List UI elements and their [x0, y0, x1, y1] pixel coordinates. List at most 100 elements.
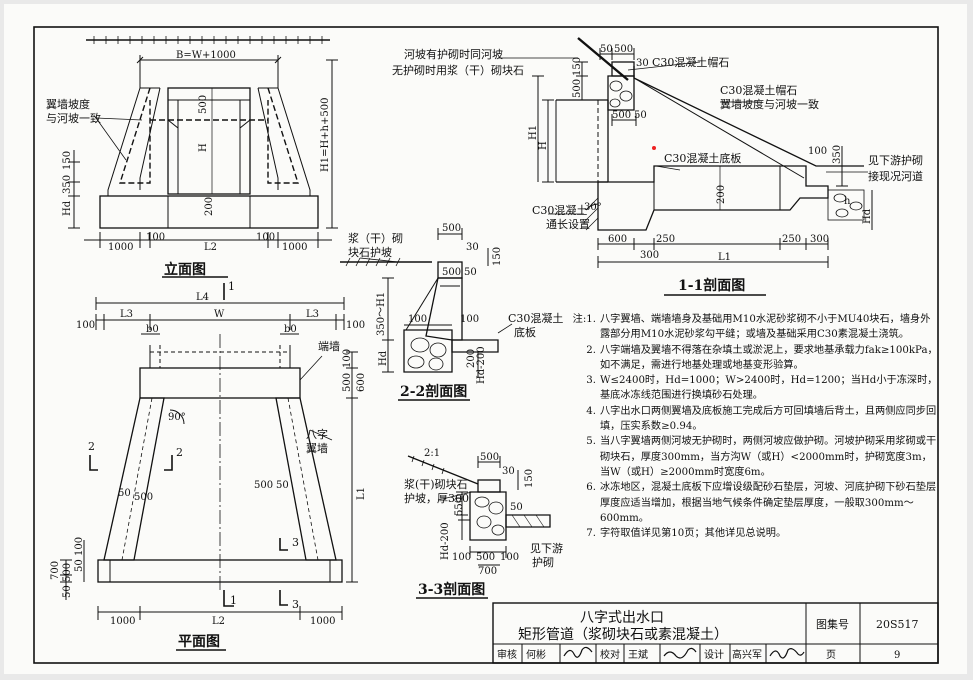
- plan-dim-l4: L4: [196, 292, 209, 303]
- plan-marker-3-top: 3: [292, 536, 299, 549]
- atlas-label: 图集号: [816, 617, 849, 631]
- elev-dim-h1: H1=H+h+500: [320, 98, 331, 172]
- s11-cap2-1: C30混凝土帽石: [720, 83, 797, 97]
- s33-down-1: 见下游: [530, 542, 563, 555]
- plan-dim-700: 700: [50, 561, 61, 580]
- plan-angle: 90°: [168, 412, 186, 423]
- s11-dim-500: 500: [614, 44, 633, 55]
- s11-dim-h1: H1: [528, 125, 539, 140]
- plan-dim-1000a: 1000: [110, 616, 135, 627]
- elev-dim-h: H: [198, 143, 209, 152]
- s11-dim-250a: 250: [656, 234, 675, 245]
- s33-down-2: 护砌: [532, 555, 554, 569]
- s11-fill-1: C30混凝土: [532, 203, 587, 217]
- s11-dim-500c: 500: [612, 110, 631, 121]
- s11-dim-50: 50: [600, 44, 613, 55]
- elev-dim-100a: 100: [146, 232, 165, 243]
- s11-bank-2: 无护砌时用浆（干）砌块石: [392, 63, 524, 77]
- plan-dim-100b: 100: [346, 320, 365, 331]
- section-2-2: [340, 228, 513, 401]
- elev-slope-note-1: 翼墙坡度: [46, 97, 90, 111]
- note-item: 6.冰冻地区，混凝土底板下应增设级配砂石垫层，河坡、河底护砌下砂石垫层厚度应适当…: [562, 480, 940, 526]
- note-item: 4.八字出水口两侧翼墙及底板施工完成后方可回填墙后背土，且两侧应同步回填，压实系…: [562, 404, 940, 435]
- s22-dim-50: 50: [464, 267, 477, 278]
- elev-slope-note-2: 与河坡一致: [46, 111, 101, 125]
- s33-rubble-1: 浆(干)砌块石: [404, 477, 468, 491]
- check-label: 校对: [600, 648, 620, 661]
- elev-dim-100b: 100: [256, 232, 275, 243]
- elevation-title: 立面图: [164, 261, 206, 278]
- s33-dim-150: 150: [524, 469, 535, 488]
- s11-dim-100: 100: [808, 146, 827, 157]
- title-block: [492, 602, 939, 664]
- plan-dim-l3a: L3: [120, 309, 133, 320]
- s11-dim-l1: L1: [718, 252, 731, 263]
- s22-dim-hd200: Hd-200: [476, 346, 487, 384]
- s11-dim-hd: Hd: [862, 208, 873, 224]
- atlas-number: 20S517: [876, 618, 919, 631]
- s22-dim-150: 150: [492, 247, 503, 266]
- s33-rubble-2: 护坡，厚300: [404, 491, 469, 505]
- plan-dim-50a: 50: [118, 488, 131, 499]
- s11-dim-150: 150: [572, 57, 583, 76]
- title-line-2: 矩形管道（浆砌块石或素混凝土）: [518, 627, 728, 643]
- page-label: 页: [826, 649, 836, 661]
- s11-dim-300b: 300: [810, 234, 829, 245]
- plan-dim-500: 500: [342, 373, 353, 392]
- plan-dim-500a: 500: [134, 492, 153, 503]
- note-text: 八字端墙及翼墙不得落在杂填土或淤泥上，要求地基承载力fak≥100kPa，如不满…: [600, 344, 938, 371]
- s11-dim-h: H: [538, 141, 549, 150]
- note-item: 5.当八字翼墙两侧河坡无护砌时，两侧河坡应做护砌。河坡护砌采用浆砌或干砌块石，厚…: [562, 434, 940, 480]
- designer-name: 高兴军: [732, 648, 762, 661]
- note-item: 注:1.八字翼墙、端墙墙身及基础用M10水泥砂浆砌不小于MU40块石，墙身外露部…: [562, 312, 940, 343]
- plan-dim-100c: 100: [74, 537, 85, 556]
- s22-dim-100b: 100: [460, 314, 479, 325]
- plan-dim-b0a: b0: [146, 324, 159, 335]
- s11-down-1: 见下游护砌: [868, 153, 923, 167]
- plan-dim-600: 600: [356, 373, 367, 392]
- plan-dim-100: 100: [342, 349, 353, 368]
- s11-bank-1: 河坡有护砌时同河坡: [404, 47, 503, 61]
- note-text: 当八字翼墙两侧河坡无护砌时，两侧河坡应做护砌。河坡护砌采用浆砌或干砌块石，厚度3…: [600, 436, 937, 478]
- plan-marker-2-right: 2: [176, 446, 183, 459]
- elev-dim-500: 500: [198, 95, 209, 114]
- plan-marker-1-bottom: 1: [230, 594, 237, 607]
- s33-dim-100a: 100: [452, 552, 471, 563]
- plan-dim-50c: 50: [62, 585, 73, 598]
- section-1-1: [498, 37, 873, 296]
- s33-dim-100b: 100: [500, 552, 519, 563]
- sheet-border: [33, 26, 939, 664]
- s22-rubble-2: 块石护坡: [348, 245, 392, 259]
- s22-dim-500b: 500: [442, 267, 461, 278]
- plan-dim-50d: 50: [74, 559, 85, 572]
- note-text: W≤2400时，Hd=1000；W>2400时，Hd=1200；当Hd小于冻深时…: [600, 375, 938, 402]
- s22-dim-200: 200: [466, 349, 477, 368]
- note-text: 冰冻地区，混凝土底板下应增设级配砂石垫层，河坡、河底护砌下砂石垫层厚度应适当增加…: [600, 482, 937, 524]
- s11-dim-h-small: h: [844, 196, 851, 207]
- s11-fill-2: 通长设置: [546, 218, 590, 231]
- plan-label-end-wall: 端墙: [318, 339, 340, 353]
- elevation-view: [68, 36, 338, 278]
- plan-label-wing-1: 八字: [306, 427, 328, 441]
- s11-dim-30: 30: [636, 58, 649, 69]
- plan-dim-500b: 500: [254, 480, 273, 491]
- s22-base-2: 底板: [514, 325, 536, 339]
- plan-marker-2-left: 2: [88, 440, 95, 453]
- plan-dim-50b: 50: [276, 480, 289, 491]
- s11-dim-50b: 50: [634, 110, 647, 121]
- note-text: 八字翼墙、端墙墙身及基础用M10水泥砂浆砌不小于MU40块石，墙身外露部分用M1…: [600, 314, 931, 341]
- plan-dim-l3b: L3: [306, 309, 319, 320]
- s11-dim-200: 200: [716, 185, 727, 204]
- elev-dim-200: 200: [204, 197, 215, 216]
- s22-dim-hd: Hd: [378, 350, 389, 366]
- s22-base-1: C30混凝土: [508, 311, 563, 325]
- plan-dim-1000b: 1000: [310, 616, 335, 627]
- s22-dim-h1: 350～H1: [376, 292, 387, 336]
- note-item: 3.W≤2400时，Hd=1000；W>2400时，Hd=1200；当Hd小于冻…: [562, 373, 940, 404]
- notes-block: 注:1.八字翼墙、端墙墙身及基础用M10水泥砂浆砌不小于MU40块石，墙身外露部…: [562, 312, 940, 541]
- s11-cap1: C30混凝土帽石: [652, 55, 729, 69]
- plan-marker-3-bottom: 3: [292, 598, 299, 611]
- elev-dim-top: B=W+1000: [176, 50, 236, 61]
- page-number: 9: [894, 650, 900, 661]
- s33-dim-50: 50: [510, 502, 523, 513]
